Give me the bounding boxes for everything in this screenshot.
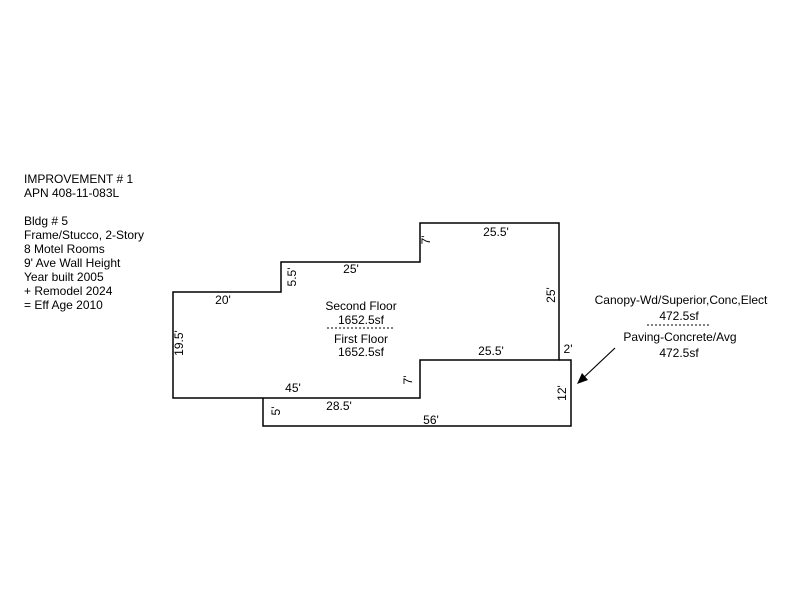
- remodel-year: + Remodel 2024: [24, 284, 113, 298]
- dim-left-side: 19.5': [172, 330, 186, 356]
- building-number: Bldg # 5: [24, 214, 69, 228]
- dim-top-right: 25.5': [483, 225, 509, 239]
- dim-left-top: 20': [215, 293, 231, 307]
- second-floor-label: Second Floor: [325, 299, 396, 313]
- paving-outline: [262, 359, 572, 427]
- effective-age: = Eff Age 2010: [24, 298, 103, 312]
- canopy-area: 472.5sf: [659, 309, 699, 323]
- wall-height: 9' Ave Wall Height: [24, 256, 121, 270]
- dim-paving-bottom: 56': [423, 413, 439, 427]
- year-built: Year built 2005: [24, 270, 104, 284]
- dim-main-bottom: 45': [285, 381, 301, 395]
- improvement-notes: IMPROVEMENT # 1 APN 408-11-083L Bldg # 5…: [24, 172, 144, 312]
- callout-arrow: [577, 347, 616, 384]
- dim-paving-step: 5': [269, 407, 283, 416]
- room-count: 8 Motel Rooms: [24, 242, 105, 256]
- dim-inner-horizontal: 25.5': [478, 344, 504, 358]
- first-floor-label: First Floor: [334, 332, 388, 346]
- apn-number: APN 408-11-083L: [24, 186, 120, 200]
- dim-paving-right: 12': [555, 385, 569, 401]
- improvement-number: IMPROVEMENT # 1: [24, 172, 134, 186]
- dim-paving-corner: 2': [564, 342, 573, 356]
- dim-step-mid: 5.5': [285, 268, 299, 287]
- dim-paving-inner: 28.5': [326, 399, 352, 413]
- first-floor-area: 1652.5sf: [338, 345, 385, 359]
- dim-right-side: 25': [544, 287, 558, 303]
- second-floor-area: 1652.5sf: [338, 313, 385, 327]
- building-outline: [172, 222, 560, 399]
- dim-inner-step: 7': [401, 376, 415, 385]
- construction-type: Frame/Stucco, 2-Story: [24, 228, 145, 242]
- paving-label: Paving-Concrete/Avg: [623, 330, 736, 344]
- paving-area: 472.5sf: [659, 346, 699, 360]
- dim-step-top: 7': [419, 236, 433, 245]
- dim-mid-top: 25': [343, 262, 359, 276]
- canopy-label: Canopy-Wd/Superior,Conc,Elect: [595, 293, 768, 307]
